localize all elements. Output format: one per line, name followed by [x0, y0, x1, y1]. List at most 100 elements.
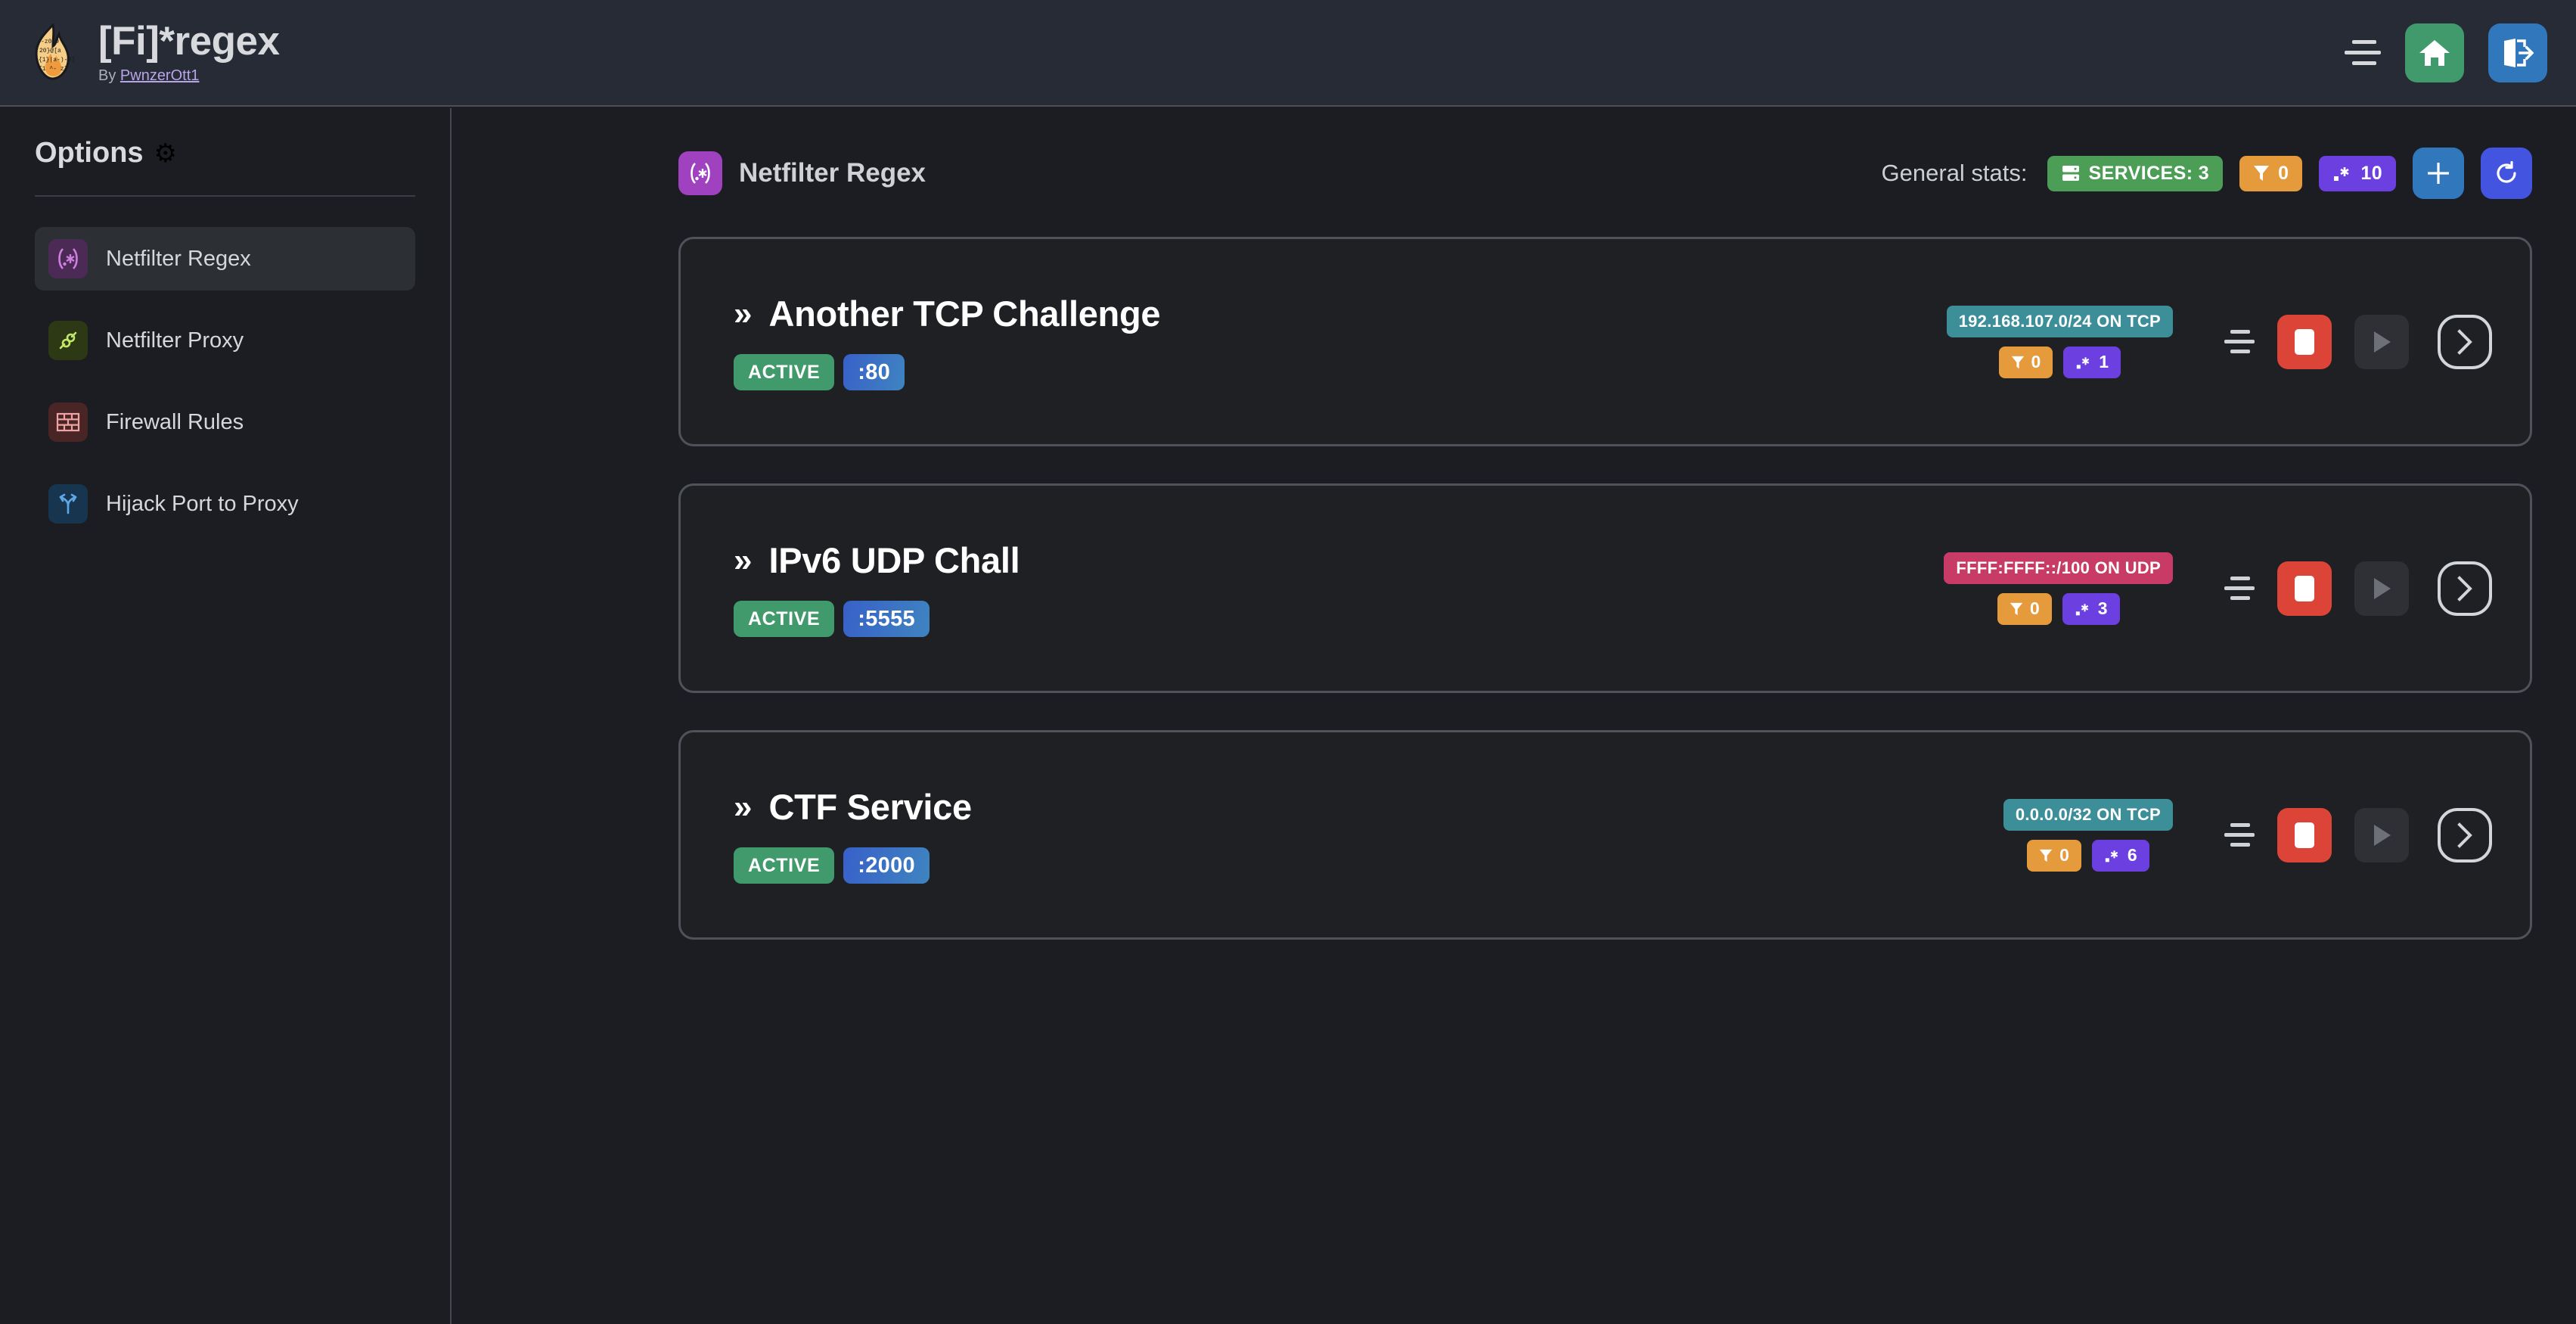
service-card[interactable]: » Another TCP Challenge ACTIVE :80 192.1…: [678, 237, 2532, 446]
service-info: » CTF Service ACTIVE :2000: [734, 786, 972, 884]
page-title: Netfilter Regex: [739, 158, 926, 188]
filters-count: 0: [2059, 845, 2069, 865]
sidebar-divider: [35, 195, 415, 197]
play-button[interactable]: [2354, 561, 2409, 616]
port-badge: :2000: [843, 847, 930, 884]
filters-count-badge: 0: [1997, 592, 2052, 625]
service-details-button[interactable]: [2438, 807, 2492, 862]
service-title-row: » IPv6 UDP Chall: [734, 539, 1020, 581]
regexes-count: 1: [2099, 352, 2109, 371]
app-byline: By PwnzerOtt1: [98, 67, 279, 85]
stop-button[interactable]: [2277, 561, 2332, 616]
sidebar-item-label: Firewall Rules: [106, 409, 244, 434]
status-badge: ACTIVE: [734, 354, 835, 390]
filter-icon: [2011, 356, 2024, 368]
play-icon: [2374, 331, 2391, 353]
stop-button[interactable]: [2277, 807, 2332, 862]
sidebar-title: Options: [35, 137, 144, 169]
port-badge: :5555: [843, 601, 930, 637]
filter-icon: [2010, 602, 2023, 615]
service-card[interactable]: » IPv6 UDP Chall ACTIVE :5555 FFFF:FFFF:…: [678, 483, 2532, 693]
play-button[interactable]: [2354, 314, 2409, 369]
counters-row: 0 3: [1997, 592, 2120, 625]
sidebar-item-label: Hijack Port to Proxy: [106, 491, 299, 516]
svg-text:-z0-9: -z0-9: [41, 39, 59, 45]
list-lines-icon[interactable]: [2220, 573, 2255, 605]
header-actions: [2342, 23, 2576, 82]
network-stats: 0.0.0.0/32 ON TCP 0: [2003, 798, 2173, 872]
stat-regexes-label: 10: [2360, 162, 2382, 184]
filters-count: 0: [2031, 352, 2041, 371]
regex-icon: [2075, 603, 2088, 615]
counters-row: 0 6: [2027, 839, 2149, 872]
sidebar-nav: Netfilter Regex Netfilter Proxy: [0, 227, 450, 536]
plug-icon: [48, 321, 88, 360]
add-service-button[interactable]: [2413, 148, 2464, 199]
stat-services-label: SERVICES: 3: [2088, 162, 2210, 184]
service-badges: ACTIVE :5555: [734, 601, 1020, 637]
regexes-count: 3: [2097, 598, 2108, 618]
network-stats: FFFF:FFFF::/100 ON UDP 0: [1944, 552, 2173, 625]
sidebar-item-label: Netfilter Regex: [106, 246, 251, 271]
hamburger-menu-icon[interactable]: [2342, 37, 2381, 69]
regexes-count-badge: 3: [2062, 592, 2120, 625]
chevron-right-icon: [2457, 822, 2472, 848]
sidebar-item-firewall-rules[interactable]: Firewall Rules: [35, 390, 415, 454]
stat-filters-badge[interactable]: 0: [2239, 155, 2303, 191]
network-badge: 192.168.107.0/24 ON TCP: [1946, 305, 2173, 337]
gear-icon: ⚙: [154, 138, 178, 168]
service-title-row: » CTF Service: [734, 786, 972, 828]
play-icon: [2374, 824, 2391, 846]
home-icon: [2419, 39, 2450, 66]
byline-prefix: By: [98, 67, 120, 85]
network-badge: FFFF:FFFF::/100 ON UDP: [1944, 552, 2173, 584]
home-button[interactable]: [2405, 23, 2464, 82]
brand: -z0-9 20}@[a {1}|a-)-9] {1 ^- z] [Fi]*re…: [0, 18, 280, 85]
service-controls: 0.0.0.0/32 ON TCP 0: [2003, 798, 2492, 872]
svg-text:{1}|a-)-9]: {1}|a-)-9]: [39, 57, 75, 64]
sidebar-item-hijack-port-to-proxy[interactable]: Hijack Port to Proxy: [35, 472, 415, 536]
regex-icon: [2077, 356, 2090, 368]
sidebar: Options ⚙ Netfilter Regex: [0, 108, 452, 1324]
chevron-right-icon: [2457, 328, 2472, 355]
sidebar-header: Options ⚙: [0, 137, 450, 169]
service-name: IPv6 UDP Chall: [768, 540, 1020, 580]
regexes-count: 6: [2127, 845, 2137, 865]
sidebar-item-netfilter-regex[interactable]: Netfilter Regex: [35, 227, 415, 291]
double-chevron-icon: »: [734, 541, 753, 579]
service-details-button[interactable]: [2438, 561, 2492, 616]
sidebar-item-netfilter-proxy[interactable]: Netfilter Proxy: [35, 309, 415, 372]
filters-count-badge: 0: [2027, 839, 2081, 872]
stop-button[interactable]: [2277, 314, 2332, 369]
stat-services-badge[interactable]: SERVICES: 3: [2047, 155, 2224, 191]
regex-icon: [48, 239, 88, 278]
app-header: -z0-9 20}@[a {1}|a-)-9] {1 ^- z] [Fi]*re…: [0, 0, 2576, 107]
sidebar-item-label: Netfilter Proxy: [106, 328, 244, 353]
service-details-button[interactable]: [2438, 314, 2492, 369]
author-link[interactable]: PwnzerOtt1: [119, 67, 200, 85]
refresh-button[interactable]: [2481, 148, 2532, 199]
general-stats-label: General stats:: [1881, 160, 2028, 186]
refresh-icon: [2497, 160, 2516, 183]
list-lines-icon[interactable]: [2220, 819, 2255, 851]
brick-wall-icon: [48, 402, 88, 442]
filters-count-badge: 0: [1998, 346, 2053, 378]
status-badge: ACTIVE: [734, 847, 835, 884]
svg-text:{1 ^- z]: {1 ^- z]: [39, 66, 67, 73]
stat-regexes-badge[interactable]: 10: [2319, 155, 2396, 191]
logout-button[interactable]: [2488, 23, 2547, 82]
list-lines-icon[interactable]: [2220, 326, 2255, 358]
general-stats: General stats: SERVICES: 3 0: [1882, 148, 2532, 199]
chevron-right-icon: [2457, 575, 2472, 601]
filter-icon: [2039, 849, 2053, 862]
network-badge: 0.0.0.0/32 ON TCP: [2003, 798, 2173, 831]
service-controls: 192.168.107.0/24 ON TCP 0: [1946, 305, 2492, 378]
counters-row: 0 1: [1998, 346, 2121, 378]
app-title: [Fi]*regex: [98, 18, 280, 64]
service-info: » IPv6 UDP Chall ACTIVE :5555: [734, 539, 1020, 637]
service-card[interactable]: » CTF Service ACTIVE :2000 0.0.0.0/32 ON…: [678, 730, 2532, 940]
plus-icon: [2428, 163, 2449, 184]
stop-icon: [2295, 328, 2314, 355]
play-button[interactable]: [2354, 807, 2409, 862]
service-actions: [2220, 561, 2492, 616]
